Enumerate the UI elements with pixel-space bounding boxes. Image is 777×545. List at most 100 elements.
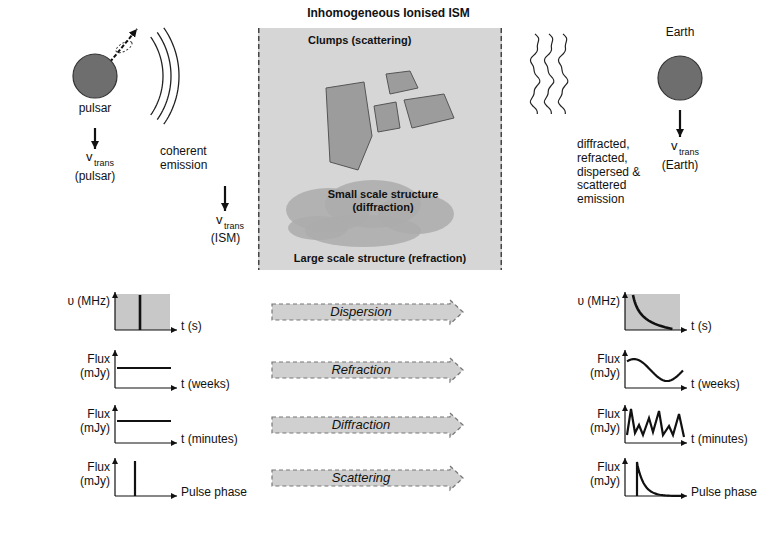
y-axis xyxy=(114,405,115,443)
plot xyxy=(115,292,177,330)
plot xyxy=(625,350,687,388)
axis-label: Flux (mJy) xyxy=(59,408,110,436)
y-axis xyxy=(624,350,625,388)
signal-curve xyxy=(134,461,136,496)
pulsar-circle xyxy=(73,54,117,98)
axis-label: υ (MHz) xyxy=(59,295,110,309)
wavefront-arc xyxy=(151,37,163,115)
ism-fill xyxy=(258,28,502,270)
y-axis xyxy=(624,458,625,496)
diagram-title: Inhomogeneous Ionised ISM xyxy=(200,7,577,21)
signal-curve xyxy=(637,462,683,496)
plot xyxy=(625,458,687,496)
distorted-wavefront xyxy=(530,34,540,114)
y-axis xyxy=(114,458,115,496)
spin-ring xyxy=(114,39,134,55)
effect-arrow: Diffraction xyxy=(272,413,464,437)
signal-curve xyxy=(633,295,672,329)
velocity-subscript: trans xyxy=(679,147,709,157)
node-label: Earth xyxy=(645,26,715,40)
node-label: Scattering xyxy=(272,470,450,486)
velocity-arrow xyxy=(224,186,226,211)
signal-curve xyxy=(627,409,684,437)
emission-label: coherent emission xyxy=(160,145,232,173)
x-axis xyxy=(115,442,177,443)
node-label: Refraction xyxy=(272,362,450,378)
plot xyxy=(115,458,177,496)
wavefront-arc xyxy=(164,28,179,124)
x-axis xyxy=(115,495,177,496)
velocity-subscript: trans xyxy=(94,158,124,168)
small-scale-cloud xyxy=(288,216,348,240)
magnetic-axis-arrow xyxy=(110,29,137,62)
node-label: Clumps (scattering) xyxy=(308,34,448,47)
ism-region: Clumps (scattering) Small scale structure… xyxy=(258,28,502,270)
clump xyxy=(326,82,372,170)
illustration-group xyxy=(95,28,687,496)
x-axis xyxy=(625,329,687,330)
node-label: Large scale structure (refraction) xyxy=(258,252,502,265)
velocity-subscript: trans xyxy=(224,221,254,231)
effect-arrow: Scattering xyxy=(272,466,464,490)
axis-label: Flux (mJy) xyxy=(59,353,110,381)
earth-node: Earth xyxy=(645,26,715,104)
wavefront-arc xyxy=(157,32,171,119)
axis-label: t (weeks) xyxy=(181,378,261,392)
dashed-arrow-shape xyxy=(272,358,463,382)
velocity-arrow xyxy=(679,110,681,137)
axis-label: t (minutes) xyxy=(181,433,261,447)
x-axis xyxy=(115,329,177,330)
plot xyxy=(115,405,177,443)
y-axis xyxy=(114,350,115,388)
axis-label: t (s) xyxy=(181,320,261,334)
signal-curve xyxy=(139,295,142,330)
node-label: Dispersion xyxy=(272,304,450,320)
velocity-owner: (pulsar) xyxy=(65,170,125,184)
effect-arrow: Dispersion xyxy=(272,300,464,324)
node-label: pulsar xyxy=(60,102,130,116)
axis-label: Flux (mJy) xyxy=(569,408,620,436)
axis-label: Flux (mJy) xyxy=(569,461,620,489)
distorted-wavefront xyxy=(558,34,568,114)
x-axis xyxy=(625,442,687,443)
signal-curve xyxy=(117,367,171,369)
axis-label: Flux (mJy) xyxy=(59,461,110,489)
velocity-owner: (Earth) xyxy=(650,159,710,173)
axis-label: υ (MHz) xyxy=(569,295,620,309)
node-label: Diffraction xyxy=(272,417,450,433)
y-axis xyxy=(624,405,625,443)
plot xyxy=(625,292,687,330)
band-fill xyxy=(115,294,170,330)
dashed-arrow-shape xyxy=(272,413,463,437)
velocity-owner: (ISM) xyxy=(198,232,253,246)
plot xyxy=(625,405,687,443)
pulsar-node: pulsar xyxy=(60,50,130,124)
axis-label: t (weeks) xyxy=(691,378,771,392)
node-shape xyxy=(258,28,502,270)
axis-label: t (minutes) xyxy=(691,433,771,447)
ism-border xyxy=(258,28,260,270)
dashed-arrow-shape xyxy=(272,466,463,490)
x-axis xyxy=(115,387,177,388)
axis-label: t (s) xyxy=(691,320,771,334)
clump xyxy=(404,94,454,128)
velocity-arrow xyxy=(94,128,96,149)
signal-curve xyxy=(117,420,171,422)
dashed-arrow-shape xyxy=(272,300,463,324)
clump xyxy=(374,102,400,132)
emission-label: diffracted, refracted, dispersed & scatt… xyxy=(577,138,661,207)
axis-label: Pulse phase xyxy=(181,486,261,500)
y-axis xyxy=(114,292,115,330)
node-label: Small scale structure (diffraction) xyxy=(323,188,443,213)
ism-border xyxy=(501,28,503,270)
effect-arrow: Refraction xyxy=(272,358,464,382)
signal-curve xyxy=(627,359,683,381)
distorted-wavefront xyxy=(544,34,554,114)
band-fill xyxy=(625,294,680,330)
plot xyxy=(115,350,177,388)
clump xyxy=(386,71,418,94)
x-axis xyxy=(625,387,687,388)
axis-label: Flux (mJy) xyxy=(569,353,620,381)
axis-label: Pulse phase xyxy=(691,486,771,500)
